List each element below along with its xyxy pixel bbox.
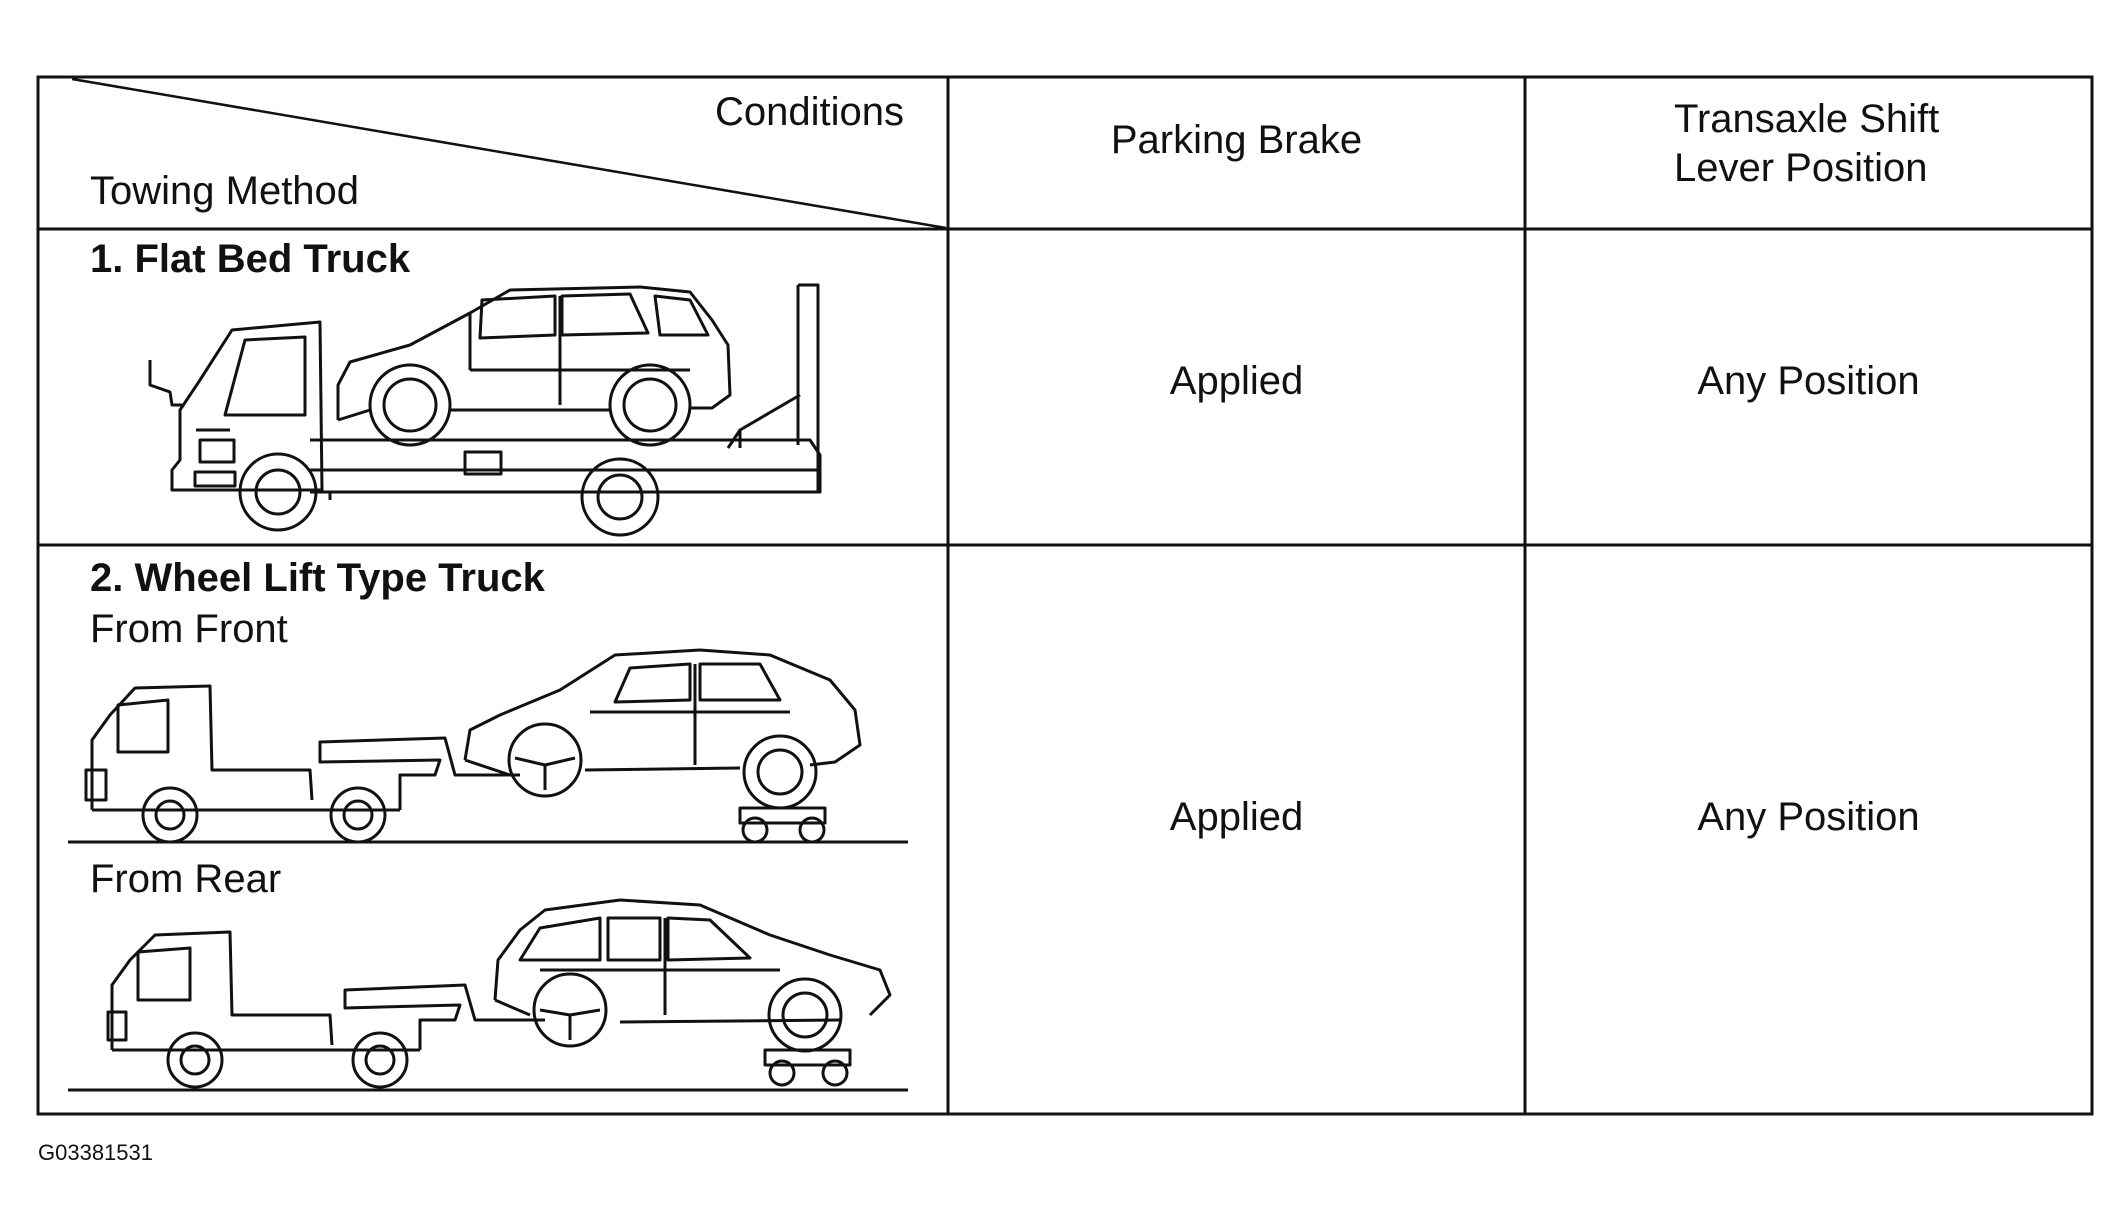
row-wheel-lift-from-front: From Front [90, 607, 288, 651]
row-wheel-lift-parking-brake: Applied [1169, 795, 1304, 839]
row-wheel-lift-from-rear: From Rear [90, 857, 282, 901]
towing-method-header-label: Towing Method [90, 169, 360, 213]
row-wheel-lift-shift-lever: Any Position [1697, 795, 1920, 839]
conditions-header-label: Conditions [715, 90, 905, 134]
wheel-lift-rear-illustration [68, 898, 908, 1092]
row-flat-bed-shift-lever: Any Position [1697, 359, 1920, 403]
row-flat-bed-parking-brake: Applied [1169, 359, 1304, 403]
shift-lever-header-line2: Lever Position [1674, 146, 1928, 190]
row-flat-bed-title: 1. Flat Bed Truck [90, 237, 411, 281]
flat-bed-truck-illustration [148, 283, 822, 537]
shift-lever-header-line1: Transaxle Shift [1674, 97, 1940, 141]
figure-id: G03381531 [38, 1140, 153, 1165]
wheel-lift-front-illustration [68, 648, 908, 844]
row-wheel-lift-title: 2. Wheel Lift Type Truck [90, 556, 545, 600]
parking-brake-header: Parking Brake [1110, 118, 1363, 162]
